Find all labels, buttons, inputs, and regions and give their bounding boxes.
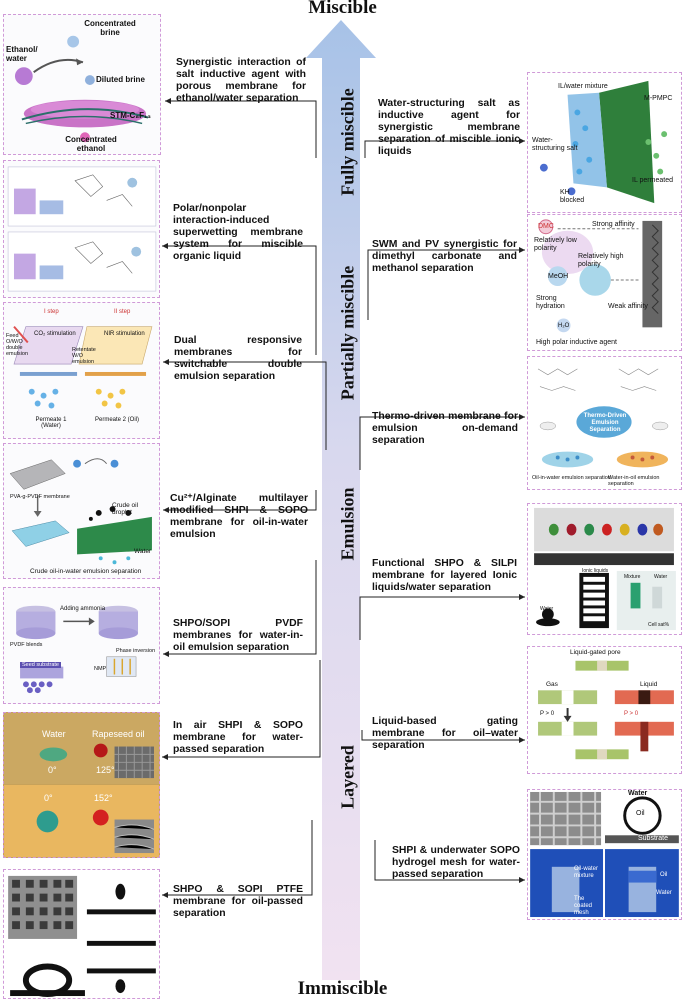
label-water-beaker: Water	[656, 890, 672, 896]
label-m-pmpc: M-PMPC	[644, 95, 673, 102]
panel-cu-alginate: PVA-g-PVDF membrane Crude oil droplet Wa…	[3, 443, 160, 579]
region-layered: Layered	[337, 745, 358, 809]
panel-polar-nonpolar	[3, 160, 160, 298]
label-contact-angle-4: 152°	[94, 793, 113, 803]
label-cell: Cell sat%	[648, 622, 670, 628]
desc-in-air-shpi: In air SHPI & SOPO membrane for water-pa…	[173, 720, 303, 755]
label-low-polarity: Relatively low polarity	[534, 237, 577, 252]
panel-shpo-sopi-pvdf: Adding ammonia PVDF blends Phase inversi…	[3, 587, 160, 704]
panel-functional-shpo-silpi: Ionic liquids Mixture Water Water Cell s…	[527, 503, 682, 635]
desc-functional-shpo-silpi: Functional SHPO & SILPI membrane for lay…	[372, 558, 517, 593]
label-mixture: Mixture	[624, 574, 641, 580]
label-pva-pvdf: PVA-g-PVDF membrane	[10, 494, 70, 500]
label-substrate: Substrate	[638, 835, 668, 842]
panel-swm-pv: DMC Strong affinity Relatively low polar…	[527, 214, 682, 351]
label-oil-water-mixture: Oil-water mixture	[574, 866, 599, 879]
label-stm: STM-C₈F₁₃	[110, 111, 151, 120]
label-oil-r6: Oil	[636, 810, 645, 817]
label-water-r6: Water	[628, 790, 648, 797]
label-permeate-1: Permeate 1 (Water)	[35, 417, 67, 429]
label-feed: Feed O/W/O double emulsion	[6, 333, 29, 357]
desc-thermo-driven: Thermo-driven membrane for emulsion on-d…	[372, 411, 518, 446]
region-partially-miscible: Partially miscible	[337, 265, 358, 401]
label-diluted-brine: Diluted brine	[96, 75, 145, 84]
label-water-drop: Water	[42, 729, 66, 739]
label-pvdf-blends: PVDF blends	[10, 642, 43, 648]
label-crude-oil-emulsion: Crude oil-in-water emulsion separation	[30, 568, 142, 575]
desc-liquid-gating: Liquid-based gating membrane for oil–wat…	[372, 716, 518, 751]
label-dmc: DMC	[538, 223, 554, 230]
label-ionic-liquids: Ionic liquids	[582, 568, 609, 574]
label-adding-ammonia: Adding ammonia	[60, 606, 106, 612]
label-gas: Gas	[546, 681, 558, 688]
label-rapeseed-oil: Rapeseed oil	[92, 729, 145, 739]
label-pressure-1: P > 0	[540, 711, 555, 717]
panel-liquid-gating: Liquid-gated pore Gas Liquid P > 0 P > 0	[527, 646, 682, 774]
label-concentrated-ethanol: Concentrated ethanol	[65, 135, 117, 153]
label-permeate-2: Permeate 2 (Oil)	[94, 417, 139, 423]
label-ow-emulsion-separation: Oil-in-water emulsion separation	[532, 475, 611, 481]
desc-swm-pv: SWM and PV synergistic for dimethyl carb…	[372, 239, 517, 274]
label-nmp: NMP	[94, 666, 107, 672]
label-il-permeated: IL permeated	[632, 177, 673, 184]
desc-dual-responsive: Dual responsive membranes for switchable…	[174, 335, 302, 382]
panel-hydrogel-mesh: Water Oil Substrate Oil-water mixture Th…	[527, 789, 682, 920]
label-strong-hydration: Strong hydration	[536, 295, 565, 310]
immiscible-title: Immiscible	[297, 978, 388, 999]
label-water-structuring-salt: Water-structuring salt	[532, 137, 578, 152]
panel-ethanol-water-separation: Concentrated brine Ethanol/ water Dilute…	[3, 14, 161, 155]
desc-hydrogel-mesh: SHPI & underwater SOPO hydrogel mesh for…	[392, 845, 520, 880]
desc-shpo-sopi-pvdf: SHPO/SOPI PVDF membranes for water-in-oi…	[173, 618, 303, 653]
label-contact-angle-2: 125°	[96, 765, 115, 775]
panel-dual-responsive: I step II step Feed O/W/O double emulsio…	[3, 302, 160, 439]
miscibility-axis-arrow	[306, 20, 376, 980]
label-co2-stimulation: CO₂ stimulation	[34, 331, 76, 337]
label-seed-substrate: Seed substrate	[20, 662, 61, 668]
label-pressure-2: P > 0	[624, 711, 639, 717]
label-nir-stimulation: NIR stimulation	[104, 331, 145, 337]
label-water: Water	[134, 548, 152, 555]
label-contact-angle-1: 0°	[48, 765, 57, 775]
label-liquid-gated-pore: Liquid-gated pore	[570, 649, 621, 656]
label-wo-emulsion-separation: Water-in-oil emulsion separation	[608, 475, 660, 487]
label-phase-inversion: Phase inversion	[116, 648, 156, 654]
label-strong-affinity: Strong affinity	[592, 221, 635, 228]
label-step-1: I step	[44, 309, 59, 315]
panel-ionic-liquid-membrane: IL/water mixture M-PMPC Water-structurin…	[527, 72, 682, 213]
label-water-r4: Water	[654, 574, 668, 580]
label-water-drop-r4: Water	[540, 606, 554, 612]
label-crude-oil-droplet: Crude oil droplet	[112, 502, 139, 516]
desc-shpo-sopi-ptfe: SHPO & SOPI PTFE membrane for oil-passed…	[173, 884, 303, 919]
label-il-water-mixture: IL/water mixture	[558, 83, 608, 90]
label-step-2: II step	[114, 309, 131, 315]
label-oil-beaker: Oil	[660, 872, 668, 878]
label-h2o: H₂O	[558, 323, 570, 329]
desc-water-structuring-salt: Water-structuring salt as inductive agen…	[378, 98, 520, 157]
label-concentrated-brine: Concentrated brine	[84, 19, 136, 37]
miscible-title: Miscible	[308, 0, 377, 18]
label-retentate: Retentate W/O emulsion	[72, 347, 96, 365]
panel-in-air-shpi-sopo: Water Rapeseed oil 0° 125° 0° 152°	[3, 712, 160, 858]
label-coated-mesh: The coated mesh	[574, 896, 593, 916]
region-emulsion: Emulsion	[337, 487, 358, 561]
label-ethanol-water: Ethanol/ water	[6, 45, 38, 63]
desc-polar-nonpolar: Polar/nonpolar interaction-induced super…	[173, 203, 303, 262]
desc-cu-alginate: Cu²⁺/Alginate multilayer modified SHPI &…	[170, 493, 308, 540]
label-meoh: MeOH	[548, 273, 569, 280]
panel-shpo-sopi-ptfe	[3, 869, 160, 999]
label-high-polar-agent: High polar inductive agent	[536, 339, 617, 346]
label-high-polarity: Relatively high polarity	[578, 253, 624, 268]
label-thermo-driven: Thermo-Driven Emulsion Separation	[583, 413, 627, 433]
panel-thermo-driven: Thermo-Driven Emulsion Separation Oil-in…	[527, 356, 682, 490]
label-kh-blocked: KH blocked	[560, 189, 585, 204]
label-weak-affinity: Weak affinity	[608, 303, 648, 310]
region-fully-miscible: Fully miscible	[337, 88, 358, 196]
label-contact-angle-3: 0°	[44, 793, 53, 803]
label-liquid: Liquid	[640, 681, 658, 688]
desc-ethanol-water: Synergistic interaction of salt inductiv…	[176, 57, 306, 104]
